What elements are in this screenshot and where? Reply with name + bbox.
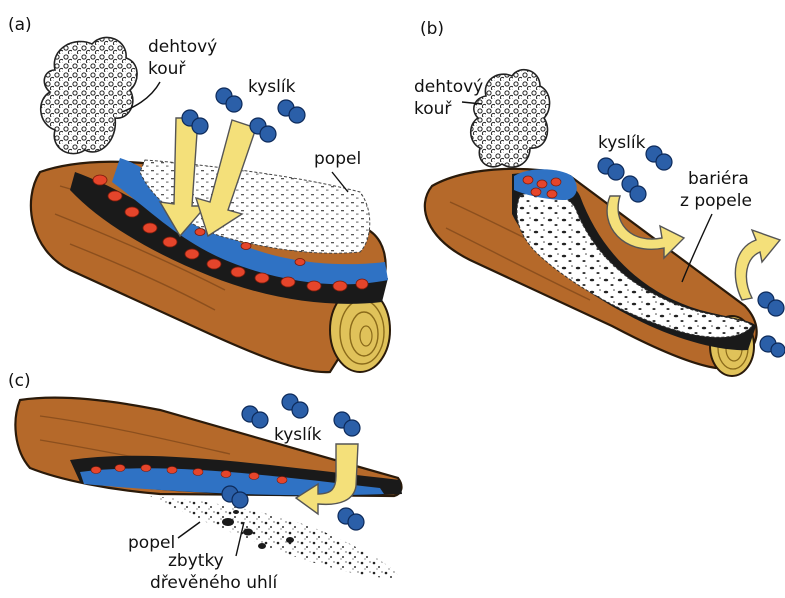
- smoke-cloud-icon: [41, 37, 137, 153]
- smoke-label-a-line2: kouř: [148, 59, 186, 79]
- barrier-label-b-line2: z popele: [680, 191, 752, 211]
- charcoal-label-c-line2: dřevěného uhlí: [150, 573, 278, 593]
- panel-a: (a): [8, 15, 390, 372]
- ash-label-c: popel: [128, 533, 175, 553]
- ash-label-a: popel: [314, 149, 361, 169]
- smoke-label-a-line1: dehtový: [148, 37, 217, 57]
- barrier-label-b-line1: bariéra: [688, 169, 749, 189]
- panel-b: (b) dehtový kouř kyslík bariéra: [414, 19, 785, 376]
- panel-c-letter: (c): [8, 371, 31, 391]
- oxygen-label-a: kyslík: [248, 77, 296, 97]
- panel-a-letter: (a): [8, 15, 32, 35]
- smoke-label-b-line1: dehtový: [414, 77, 483, 97]
- leader-ash-c: [178, 522, 200, 538]
- panel-c: (c) kyslík popel zbytky: [8, 371, 402, 593]
- panel-b-letter: (b): [420, 19, 444, 39]
- oxygen-label-b: kyslík: [598, 133, 646, 153]
- charcoal-label-c-line1: zbytky: [168, 551, 224, 571]
- smoke-label-b-line2: kouř: [414, 99, 452, 119]
- oxygen-label-c: kyslík: [274, 425, 322, 445]
